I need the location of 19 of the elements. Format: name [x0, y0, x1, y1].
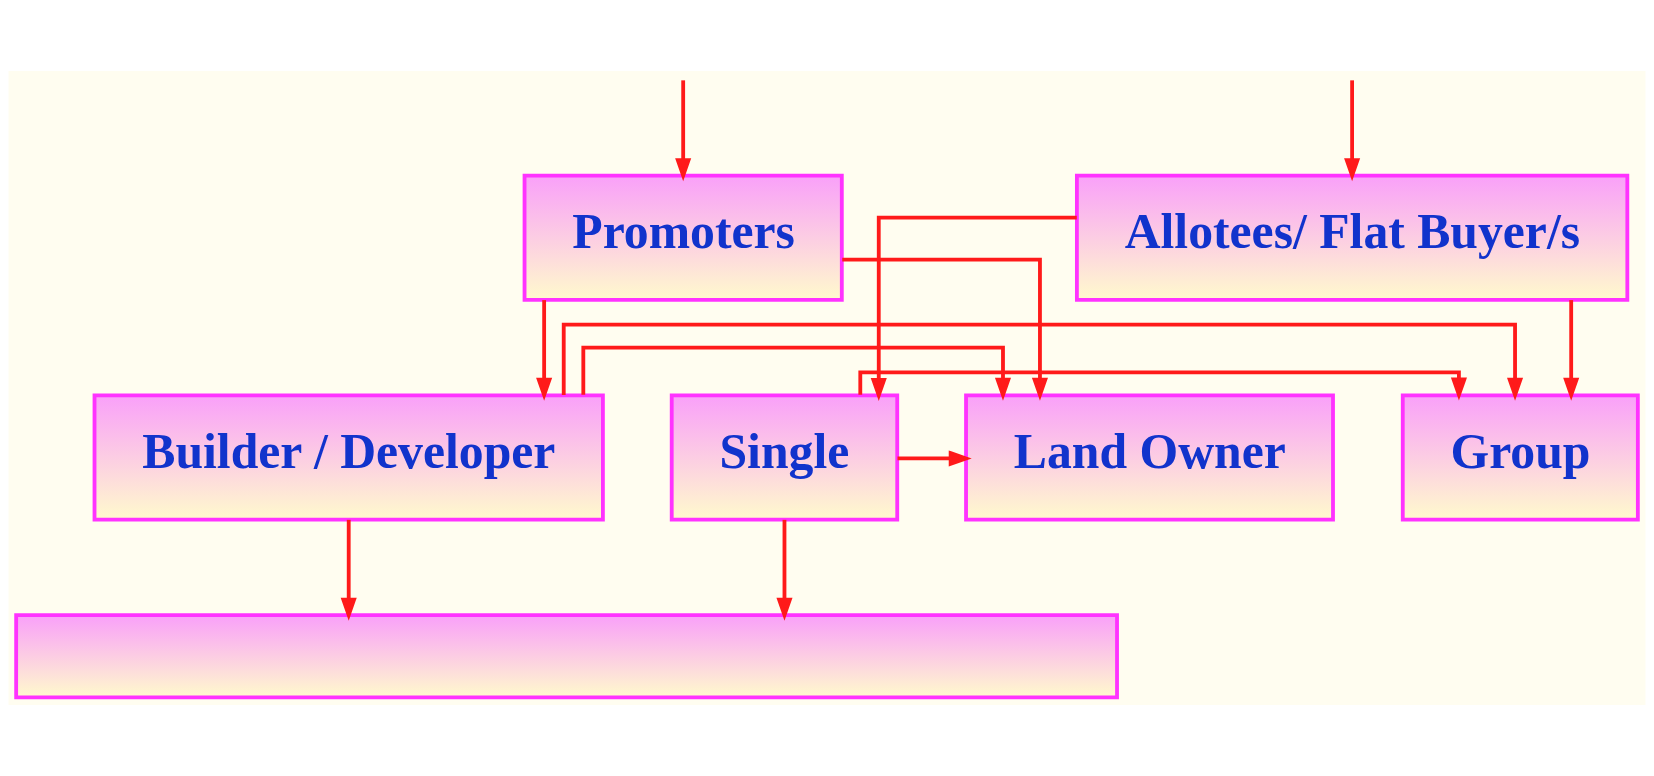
arrow	[536, 300, 553, 401]
arrow	[858, 370, 1467, 401]
node-box: Single	[669, 393, 900, 522]
node-box: Builder / Developer	[92, 393, 605, 522]
arrow	[1344, 80, 1361, 182]
arrow	[561, 322, 1524, 401]
arrow	[581, 345, 1012, 401]
node-box: Promoters	[522, 173, 844, 302]
arrow	[1563, 300, 1580, 401]
node-box: Group	[1400, 393, 1640, 522]
arrow	[776, 519, 793, 621]
arrow	[340, 519, 357, 621]
arrow	[675, 80, 692, 182]
arrow	[897, 450, 972, 467]
arrow	[870, 215, 1077, 401]
arrow	[842, 257, 1048, 401]
node-box: Allotees/ Flat Buyer/s	[1075, 173, 1630, 302]
node-box	[14, 613, 1119, 700]
node-box: Land Owner	[964, 393, 1335, 522]
